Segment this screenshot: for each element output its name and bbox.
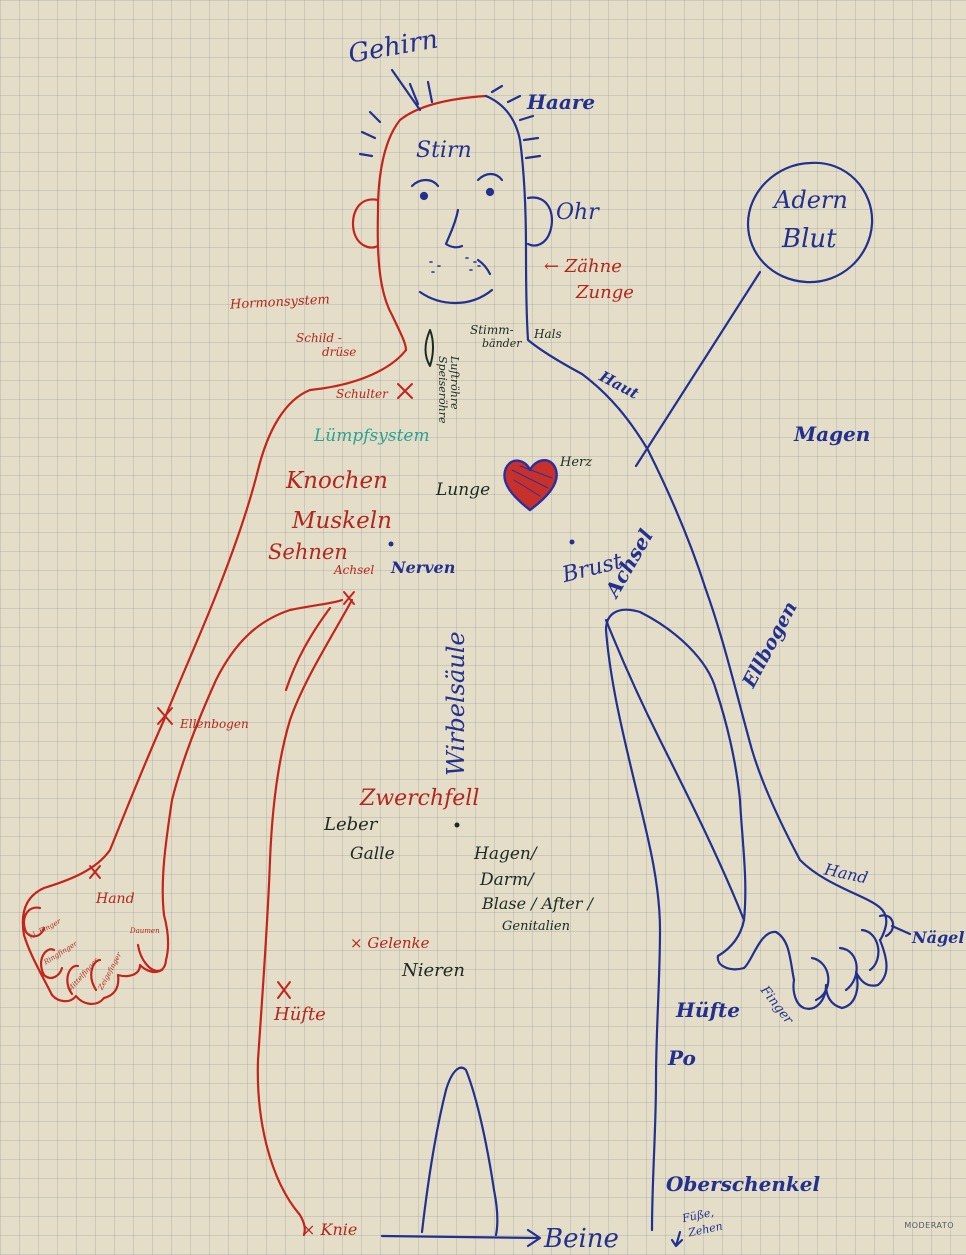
label-nerven: Nerven [391, 560, 455, 576]
red-body-outline [23, 96, 486, 1235]
nose [446, 210, 462, 247]
label-daumen: Daumen [130, 928, 160, 935]
x-huefte [278, 982, 290, 998]
label-lymphsystem: Lümpfsystem [314, 428, 430, 445]
blue-right-finger-tips [812, 915, 893, 1000]
blue-inner-arm [606, 620, 744, 920]
x-hand [90, 866, 100, 878]
label-stimmbaender-2: bänder [482, 338, 522, 349]
label-magen: Magen [794, 424, 870, 444]
label-zunge: Zunge [576, 284, 634, 302]
label-luftroehre: Luftröhre [449, 356, 460, 410]
label-schilddruese-2: drüse [322, 346, 356, 358]
label-nieren: Nieren [402, 962, 465, 980]
adern-bubble [748, 163, 872, 282]
mouth [420, 290, 492, 303]
label-galle: Galle [350, 846, 395, 863]
x-achsel [344, 592, 354, 604]
naegel-pointer [892, 926, 910, 934]
beine-arrow [382, 1230, 540, 1246]
label-magen-darm-1: Hagen/ [474, 846, 537, 863]
label-magen-darm-2: Darm/ [480, 872, 534, 889]
label-oberschenkel: Oberschenkel [666, 1174, 820, 1194]
blue-right-ear [528, 197, 552, 245]
gehirn-arrow-line [392, 70, 420, 110]
dot-nerven [389, 542, 394, 547]
label-wirbelsaeule: Wirbelsäule [444, 631, 468, 776]
label-beine: Beine [544, 1226, 619, 1252]
dot-zwerchfell [455, 823, 460, 828]
right-eye [487, 189, 493, 195]
label-hand-left: Hand [96, 892, 135, 906]
label-huefte-right: Hüfte [676, 1000, 740, 1020]
dot-brust [570, 540, 575, 545]
label-po: Po [668, 1048, 696, 1068]
fuesse-arrow [672, 1232, 682, 1246]
label-stirn: Stirn [416, 140, 472, 162]
right-eyebrow [478, 174, 502, 180]
label-knochen: Knochen [286, 470, 388, 493]
blue-right-hand [716, 690, 887, 1009]
label-speiseroehre: Speiseröhre [437, 356, 448, 424]
red-left-ear [353, 199, 378, 247]
label-lunge: Lunge [436, 482, 490, 499]
label-schulter: Schulter [336, 388, 388, 400]
label-hals: Hals [534, 328, 562, 340]
label-schilddruese-1: Schild - [296, 332, 342, 344]
red-inner-leg-outline [258, 600, 352, 1235]
label-zaehne: ← Zähne [544, 258, 622, 276]
label-zwerchfell: Zwerchfell [360, 788, 479, 810]
label-ellenbogen-left: Ellenbogen [180, 718, 249, 730]
smile-cheek [478, 260, 490, 274]
label-haare: Haare [527, 92, 595, 112]
heart-icon [504, 460, 556, 510]
label-herz: Herz [560, 456, 592, 469]
throat-mark [426, 330, 434, 366]
label-ohr: Ohr [556, 202, 599, 224]
label-gelenke: × Gelenke [350, 936, 430, 951]
x-ellenbogen [158, 708, 172, 724]
label-huefte-left: Hüfte [274, 1006, 326, 1024]
adern-pointer-line [636, 272, 760, 466]
label-sehnen: Sehnen [268, 542, 348, 563]
label-magen-darm-3: Blase / After / [482, 896, 593, 912]
label-muskeln: Muskeln [292, 510, 392, 533]
left-eye [421, 193, 427, 199]
red-head-outline [378, 96, 486, 350]
red-shoulder-arm-outer [23, 350, 406, 995]
label-achsel-left: Achsel [334, 564, 374, 576]
label-stimmbaender-1: Stimm- [470, 324, 514, 336]
brand-logo: MODERATO [904, 1221, 954, 1230]
label-knie: × Knie [302, 1222, 357, 1238]
label-adern: Adern [774, 188, 848, 212]
blue-torso-right [606, 610, 716, 1230]
label-blut: Blut [782, 226, 837, 252]
freckles [430, 258, 480, 272]
face [412, 174, 502, 303]
x-schulter [398, 384, 412, 398]
label-leber: Leber [324, 816, 377, 834]
blue-head-outline [486, 96, 886, 940]
label-magen-darm-4: Genitalien [502, 920, 570, 933]
left-eyebrow [412, 180, 438, 186]
blue-leg-gap [422, 1068, 497, 1235]
label-naegel: Nägel [912, 930, 964, 946]
